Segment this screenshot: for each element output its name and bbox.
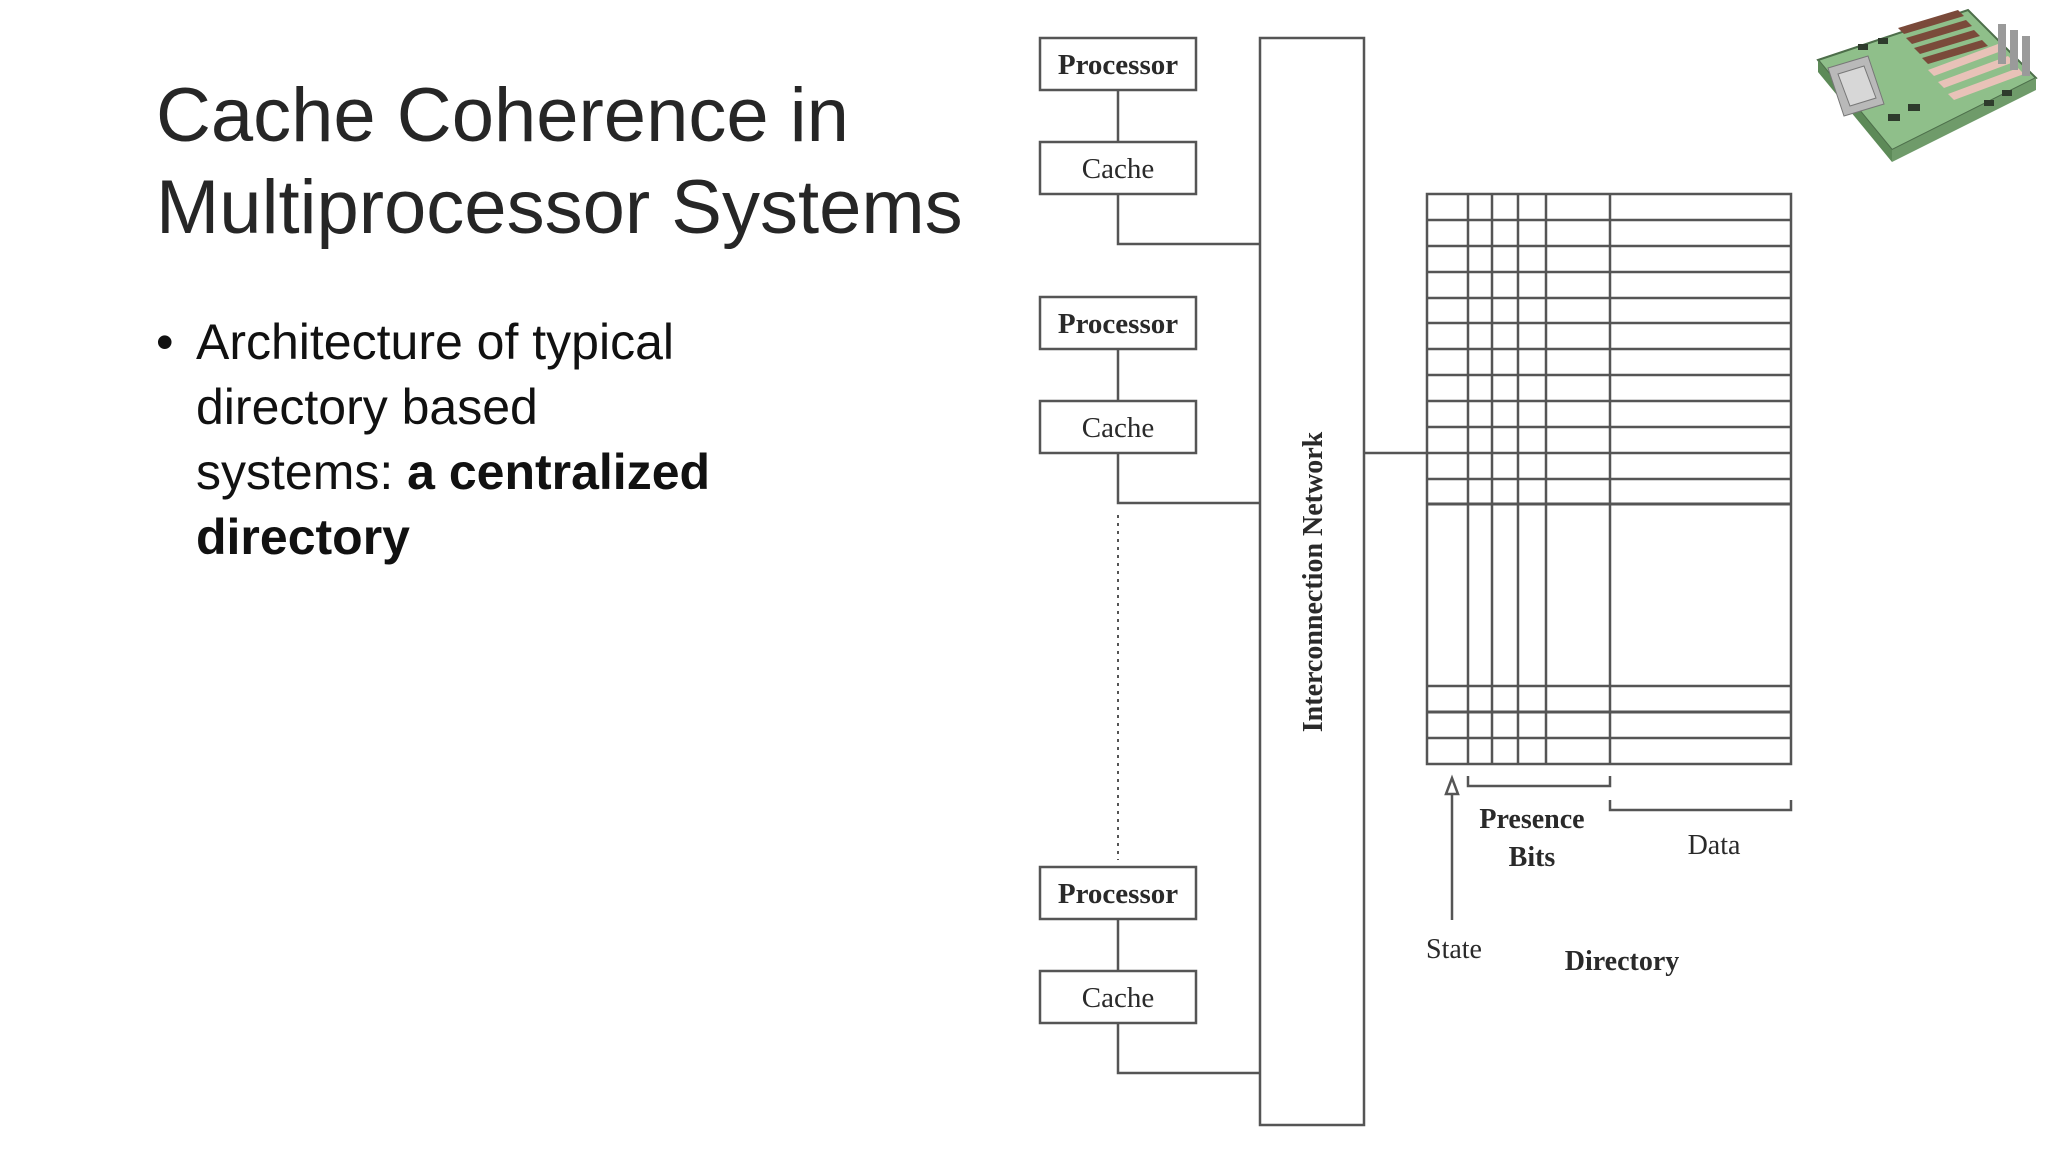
presence-bits-bracket [1466, 776, 1612, 788]
presence-bits-label-line2: Bits [1509, 842, 1556, 873]
data-bracket [1608, 800, 1793, 812]
interconnection-network-label: Interconnection Network [1298, 431, 1329, 732]
title-line-1: Cache Coherence in [156, 73, 849, 158]
cache-label-2: Cache [1082, 412, 1154, 444]
cache-label-1: Cache [1082, 153, 1154, 185]
directory-architecture-diagram: Processor Cache Processor Cache Processo… [1038, 36, 1793, 1127]
processor-label-2: Processor [1058, 308, 1178, 340]
bullet-bold-text: a centralized directory [196, 444, 711, 565]
connector-3 [1116, 919, 1260, 1075]
state-label: State [1426, 934, 1482, 965]
cache-box-2 [1038, 399, 1198, 455]
processor-label-3: Processor [1058, 878, 1178, 910]
cache-label-3: Cache [1082, 982, 1154, 1014]
motherboard-icon [1816, 8, 2038, 162]
processor-label-1: Processor [1058, 49, 1178, 81]
bullet-item: Architecture of typical directory based … [156, 310, 716, 570]
connector-1 [1116, 90, 1260, 246]
interconnection-network-box [1258, 36, 1366, 1127]
processor-box-2 [1038, 295, 1198, 351]
processor-box-1 [1038, 36, 1198, 92]
presence-bits-label-line1: Presence [1479, 804, 1584, 835]
connector-2 [1116, 349, 1260, 505]
bullet-text: Architecture of typical directory based … [196, 314, 674, 500]
slide-title: Cache Coherence in Multiprocessor System… [156, 70, 963, 254]
directory-label: Directory [1565, 946, 1680, 977]
data-label: Data [1688, 830, 1741, 861]
title-line-2: Multiprocessor Systems [156, 165, 963, 250]
bullet-list: Architecture of typical directory based … [156, 310, 716, 570]
